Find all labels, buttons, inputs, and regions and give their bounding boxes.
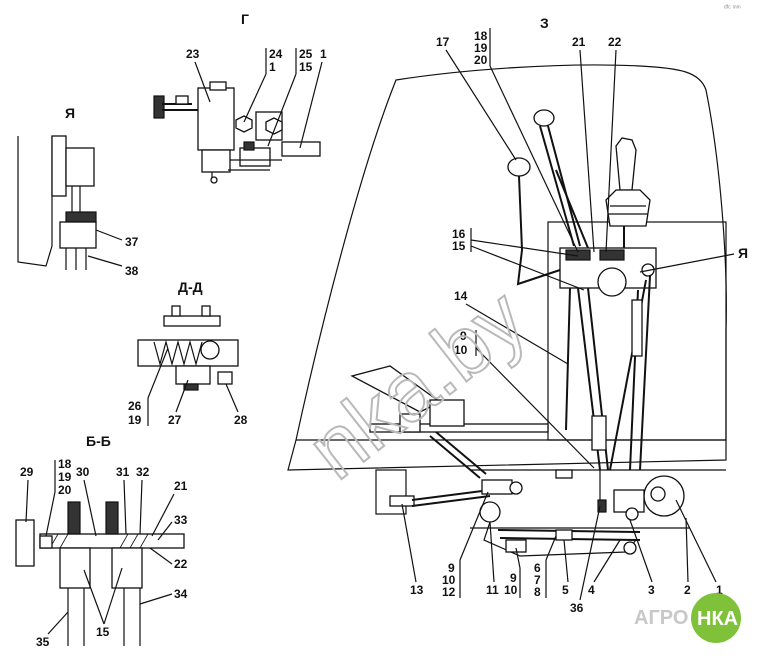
callout-label: 37 xyxy=(125,235,139,249)
callout-label: 11 xyxy=(486,583,499,597)
callout-label: 3 xyxy=(648,583,655,597)
view-ya-title: Я xyxy=(65,105,75,121)
callout-label: 15 xyxy=(299,60,313,74)
view-ya: Я 37 38 xyxy=(17,105,139,278)
callout-label: 17 xyxy=(436,35,450,49)
view-g-assembly xyxy=(153,81,321,184)
callout-label: 2 xyxy=(684,583,691,597)
callout-label: 15 xyxy=(452,239,466,253)
lower-linkage xyxy=(389,469,685,557)
callout-label: 10 xyxy=(454,343,468,357)
callout-label: 15 xyxy=(96,625,110,639)
callout-label: 24 xyxy=(269,47,283,61)
callout-label: 35 xyxy=(36,635,50,649)
corner-note: ᵈᶠᶜ ᵐᵐ xyxy=(724,5,741,12)
view-z-title: З xyxy=(540,15,549,31)
pedal-assembly xyxy=(350,365,487,479)
callout-label: 29 xyxy=(20,465,34,479)
callout-label: 27 xyxy=(168,413,182,427)
view-g-title: Г xyxy=(241,11,249,27)
callout-label: 26 xyxy=(128,399,142,413)
callout-label: 9 xyxy=(448,561,455,575)
callout-label: 19 xyxy=(128,413,142,427)
callout-label: 38 xyxy=(125,264,139,278)
callout-label: 18 xyxy=(58,457,72,471)
view-dd-title: Д-Д xyxy=(178,279,203,295)
callout-label: 25 xyxy=(299,47,313,61)
callout-label: 34 xyxy=(174,587,188,601)
callout-label: 14 xyxy=(454,289,468,303)
callout-label: 28 xyxy=(234,413,248,427)
callout-label: 23 xyxy=(186,47,200,61)
view-z: З xyxy=(287,15,748,615)
callout-label: 10 xyxy=(504,583,518,597)
callout-label: 19 xyxy=(474,41,488,55)
callout-label: 33 xyxy=(174,513,188,527)
callout-label: 18 xyxy=(474,29,488,43)
callout-label: 8 xyxy=(534,585,541,599)
callout-label: 32 xyxy=(136,465,150,479)
callout-label: 21 xyxy=(174,479,188,493)
callout-label: 22 xyxy=(608,35,622,49)
agronka-logo: АГРО НКА xyxy=(634,593,741,643)
control-levers xyxy=(507,109,657,471)
callout-label: 16 xyxy=(452,227,466,241)
view-bb: Б-Б 29 18 19 20 30 31 32 21 33 22 xyxy=(15,433,188,649)
callout-label: 1 xyxy=(269,60,276,74)
callout-label: 19 xyxy=(58,470,72,484)
view-g: Г 23 24 1 25 15 1 xyxy=(153,11,327,184)
view-bb-title: Б-Б xyxy=(86,433,111,449)
callout-label: 20 xyxy=(58,483,72,497)
callout-label: 13 xyxy=(410,583,424,597)
callout-label: 6 xyxy=(534,561,541,575)
callout-label: 4 xyxy=(588,583,595,597)
callout-label: 36 xyxy=(570,601,584,615)
callout-label: 21 xyxy=(572,35,586,49)
callout-label: 1 xyxy=(320,47,327,61)
logo-text-part1: АГРО xyxy=(634,607,688,629)
logo-text-part2: НКА xyxy=(697,608,738,630)
callout-label: 9 xyxy=(510,571,517,585)
callout-label: 20 xyxy=(474,53,488,67)
callout-label: 10 xyxy=(442,573,456,587)
view-ya-ref: Я xyxy=(738,245,748,261)
callout-label: 7 xyxy=(534,573,541,587)
callout-label: 30 xyxy=(76,465,90,479)
callout-label: 12 xyxy=(442,585,456,599)
callout-label: 22 xyxy=(174,557,188,571)
callout-label: 5 xyxy=(562,583,569,597)
callout-label: 9 xyxy=(460,329,467,343)
view-dd: Д-Д 26 19 27 28 xyxy=(128,279,248,427)
callout-label: 31 xyxy=(116,465,130,479)
cab-body xyxy=(287,64,727,471)
callout-label: 1 xyxy=(716,583,723,597)
